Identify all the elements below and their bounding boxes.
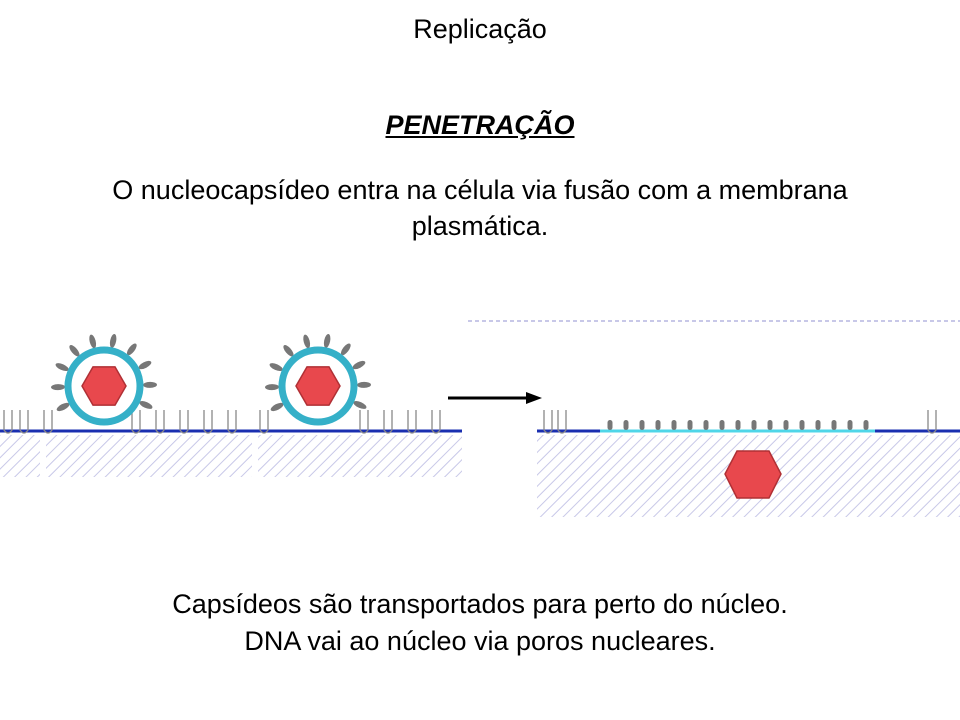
glycoprotein-spike xyxy=(356,381,371,388)
penetration-diagram xyxy=(0,320,960,517)
glycoprotein-spike xyxy=(138,360,152,370)
glycoprotein-spike xyxy=(56,402,70,412)
bottom-text: Capsídeos são transportados para perto d… xyxy=(60,586,900,660)
cell-membrane-left xyxy=(0,410,462,434)
glycoprotein-spike xyxy=(265,384,280,391)
intro-text: O nucleocapsídeo entra na célula via fus… xyxy=(112,175,848,241)
glycoprotein-spike xyxy=(353,400,367,409)
glycoprotein-spike xyxy=(109,334,117,348)
glycoprotein-spike xyxy=(847,420,853,430)
membrane-receptor xyxy=(383,410,393,434)
glycoprotein-spike xyxy=(863,420,869,430)
glycoprotein-spike xyxy=(607,420,613,430)
membrane-receptor xyxy=(227,410,237,434)
glycoprotein-spike xyxy=(55,363,69,372)
slide-title: Replicação xyxy=(413,14,547,44)
bottom-line-1: Capsídeos são transportados para perto d… xyxy=(172,589,788,619)
bottom-line-2: DNA vai ao núcleo via poros nucleares. xyxy=(244,626,716,656)
glycoprotein-spike xyxy=(69,345,80,357)
cell-membrane-right xyxy=(537,410,960,434)
glycoprotein-spike xyxy=(719,420,725,430)
glycoprotein-spike xyxy=(142,381,157,388)
viral-capsid xyxy=(295,366,341,406)
membrane-receptor xyxy=(557,410,567,434)
glycoprotein-spike xyxy=(270,402,284,412)
released-capsid xyxy=(724,450,782,499)
glycoprotein-spike xyxy=(671,420,677,430)
glycoprotein-spike xyxy=(799,420,805,430)
glycoprotein-spike xyxy=(51,384,66,391)
enveloped-virus-2 xyxy=(265,334,371,426)
membrane-receptor xyxy=(179,410,189,434)
glycoprotein-spike xyxy=(269,363,283,372)
section-heading: PENETRAÇÃO xyxy=(385,110,575,140)
glycoprotein-spike xyxy=(340,343,351,356)
membrane-receptor xyxy=(927,410,937,434)
glycoprotein-spike xyxy=(767,420,773,430)
membrane-receptor xyxy=(543,410,553,434)
glycoprotein-spike xyxy=(139,400,153,409)
glycoprotein-spike xyxy=(655,420,661,430)
membrane-receptor xyxy=(19,410,29,434)
glycoprotein-spike xyxy=(815,420,821,430)
glycoprotein-spike xyxy=(623,420,629,430)
glycoprotein-spike xyxy=(735,420,741,430)
enveloped-virus-1 xyxy=(51,334,157,426)
glycoprotein-spike xyxy=(303,334,311,349)
glycoprotein-spike xyxy=(323,334,331,348)
glycoprotein-spike xyxy=(751,420,757,430)
membrane-receptor xyxy=(203,410,213,434)
membrane-receptor xyxy=(3,410,13,434)
glycoprotein-spike xyxy=(831,420,837,430)
glycoprotein-spike xyxy=(352,360,366,370)
membrane-receptor xyxy=(407,410,417,434)
membrane-receptor xyxy=(155,410,165,434)
cytoplasm-right xyxy=(468,320,960,517)
glycoprotein-spike xyxy=(687,420,693,430)
glycoprotein-spike xyxy=(783,420,789,430)
glycoprotein-spike xyxy=(703,420,709,430)
membrane-receptor xyxy=(359,410,369,434)
glycoprotein-spike xyxy=(639,420,645,430)
right-arrow-icon xyxy=(448,392,542,404)
membrane-receptor xyxy=(259,410,269,434)
viral-capsid xyxy=(81,366,127,406)
membrane-receptor xyxy=(131,410,141,434)
cytoplasm-left xyxy=(0,435,462,477)
membrane-receptor xyxy=(43,410,53,434)
glycoprotein-spike xyxy=(89,334,97,349)
glycoprotein-spike xyxy=(283,345,294,357)
glycoprotein-spike xyxy=(126,343,137,356)
membrane-receptor xyxy=(431,410,441,434)
